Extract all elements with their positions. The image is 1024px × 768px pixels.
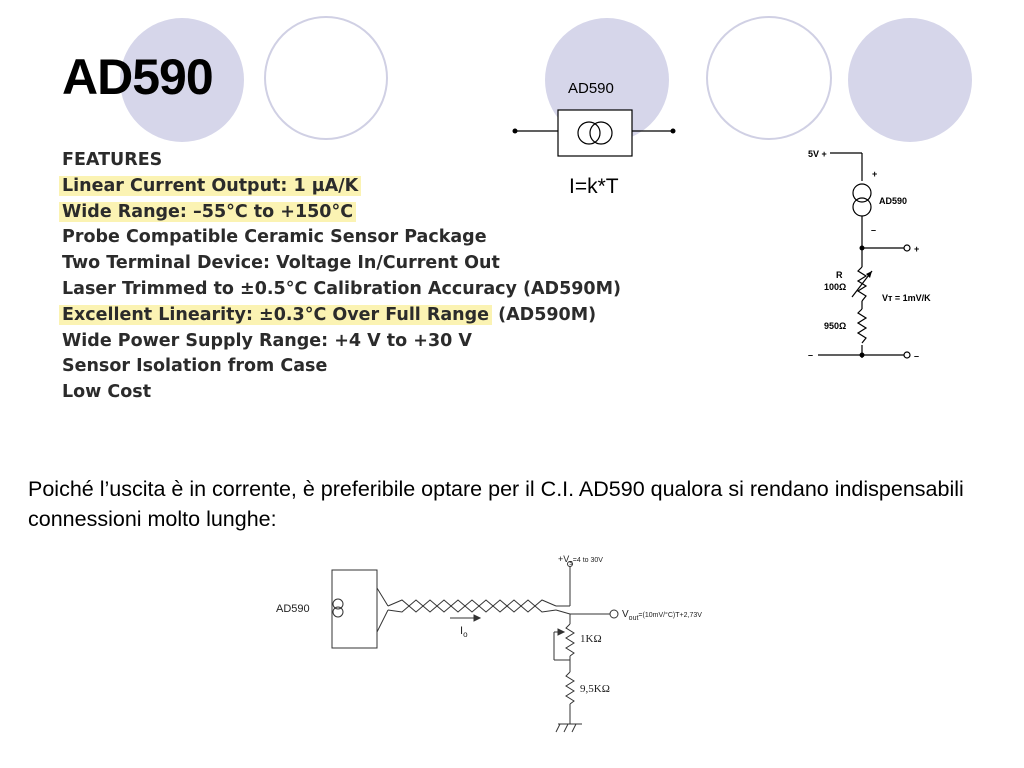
resistor-r-label: R [836,270,843,280]
vout-label: V [622,609,629,620]
vt-label: Vᴛ = 1mV/K [882,293,931,303]
current-subscript: o [463,630,468,639]
page-title: AD590 [62,49,214,105]
features-list: FEATURES Linear Current Output: 1 µA/K W… [59,148,621,406]
decor-circle-3 [848,18,972,142]
feature-text: Wide Range: –55°C to +150°C [59,201,357,222]
feature-item: Probe Compatible Ceramic Sensor Package [62,225,621,251]
current-source-symbol [512,109,676,157]
svg-text:Vout=(10mV/°C)T+2,73V: Vout=(10mV/°C)T+2,73V [622,609,702,622]
plus-marker: + [872,169,877,179]
vout-formula: =(10mV/°C)T+2,73V [638,611,702,619]
decor-circle-1 [120,18,244,142]
svg-text:+Vs=4 to 30V: +Vs=4 to 30V [558,554,603,567]
feature-item: Wide Range: –55°C to +150°C [59,200,621,226]
feature-item: Two Terminal Device: Voltage In/Current … [62,251,621,277]
sensor-circuit-diagram: 5V + + AD590 – + R 100Ω Vᴛ = 1mV/K 950Ω … [808,149,931,361]
device-label: AD590 [276,603,310,615]
body-paragraph: Poiché l’uscita è in corrente, è preferi… [28,477,964,531]
resistor-950-value: 950Ω [824,321,846,331]
resistor-r-value: 100Ω [824,282,846,292]
decor-ring-1 [264,16,388,140]
feature-item: Wide Power Supply Range: +4 V to +30 V [62,329,621,355]
feature-text: Wide Power Supply Range: +4 V to +30 V [62,330,472,351]
feature-text: Sensor Isolation from Case [62,356,328,377]
supply-label: +V [558,554,569,564]
feature-text: Low Cost [62,382,152,403]
feature-text: Excellent Linearity: ±0.3°C Over Full Ra… [59,304,493,325]
output-minus: – [914,351,919,361]
supply-subscript: s [569,560,573,567]
vout-subscript: out [629,615,639,622]
supply-label: 5V + [808,149,827,159]
features-heading: FEATURES [62,150,163,170]
feature-item: Laser Trimmed to ±0.5°C Calibration Accu… [62,277,621,303]
feature-suffix: (AD590M) [492,304,597,325]
minus-marker: – [871,225,876,235]
device-label: AD590 [879,196,907,206]
symbol-caption: AD590 [568,80,614,97]
decor-ring-2 [706,16,832,140]
feature-item: Excellent Linearity: ±0.3°C Over Full Ra… [59,303,621,329]
feature-text: Probe Compatible Ceramic Sensor Package [62,227,487,248]
feature-text: Two Terminal Device: Voltage In/Current … [62,253,500,274]
r2-label: 9,5KΩ [580,683,610,695]
feature-item: Linear Current Output: 1 µA/K [59,174,621,200]
output-plus: + [914,244,919,254]
svg-text:Io: Io [460,625,468,639]
formula-label: I=k*T [569,175,619,198]
feature-text: Linear Current Output: 1 µA/K [59,175,362,196]
feature-item: Low Cost [62,380,621,406]
feature-item: Sensor Isolation from Case [62,354,621,380]
current-label: I [460,625,463,637]
supply-range: =4 to 30V [573,557,603,564]
r1-label: 1KΩ [580,633,602,645]
feature-text: Laser Trimmed to ±0.5°C Calibration Accu… [62,278,622,299]
long-connection-circuit: AD590 +Vs=4 to 30V Vout=(10mV/°C)T+2,73V… [276,554,702,733]
ground-minus: – [808,350,813,360]
